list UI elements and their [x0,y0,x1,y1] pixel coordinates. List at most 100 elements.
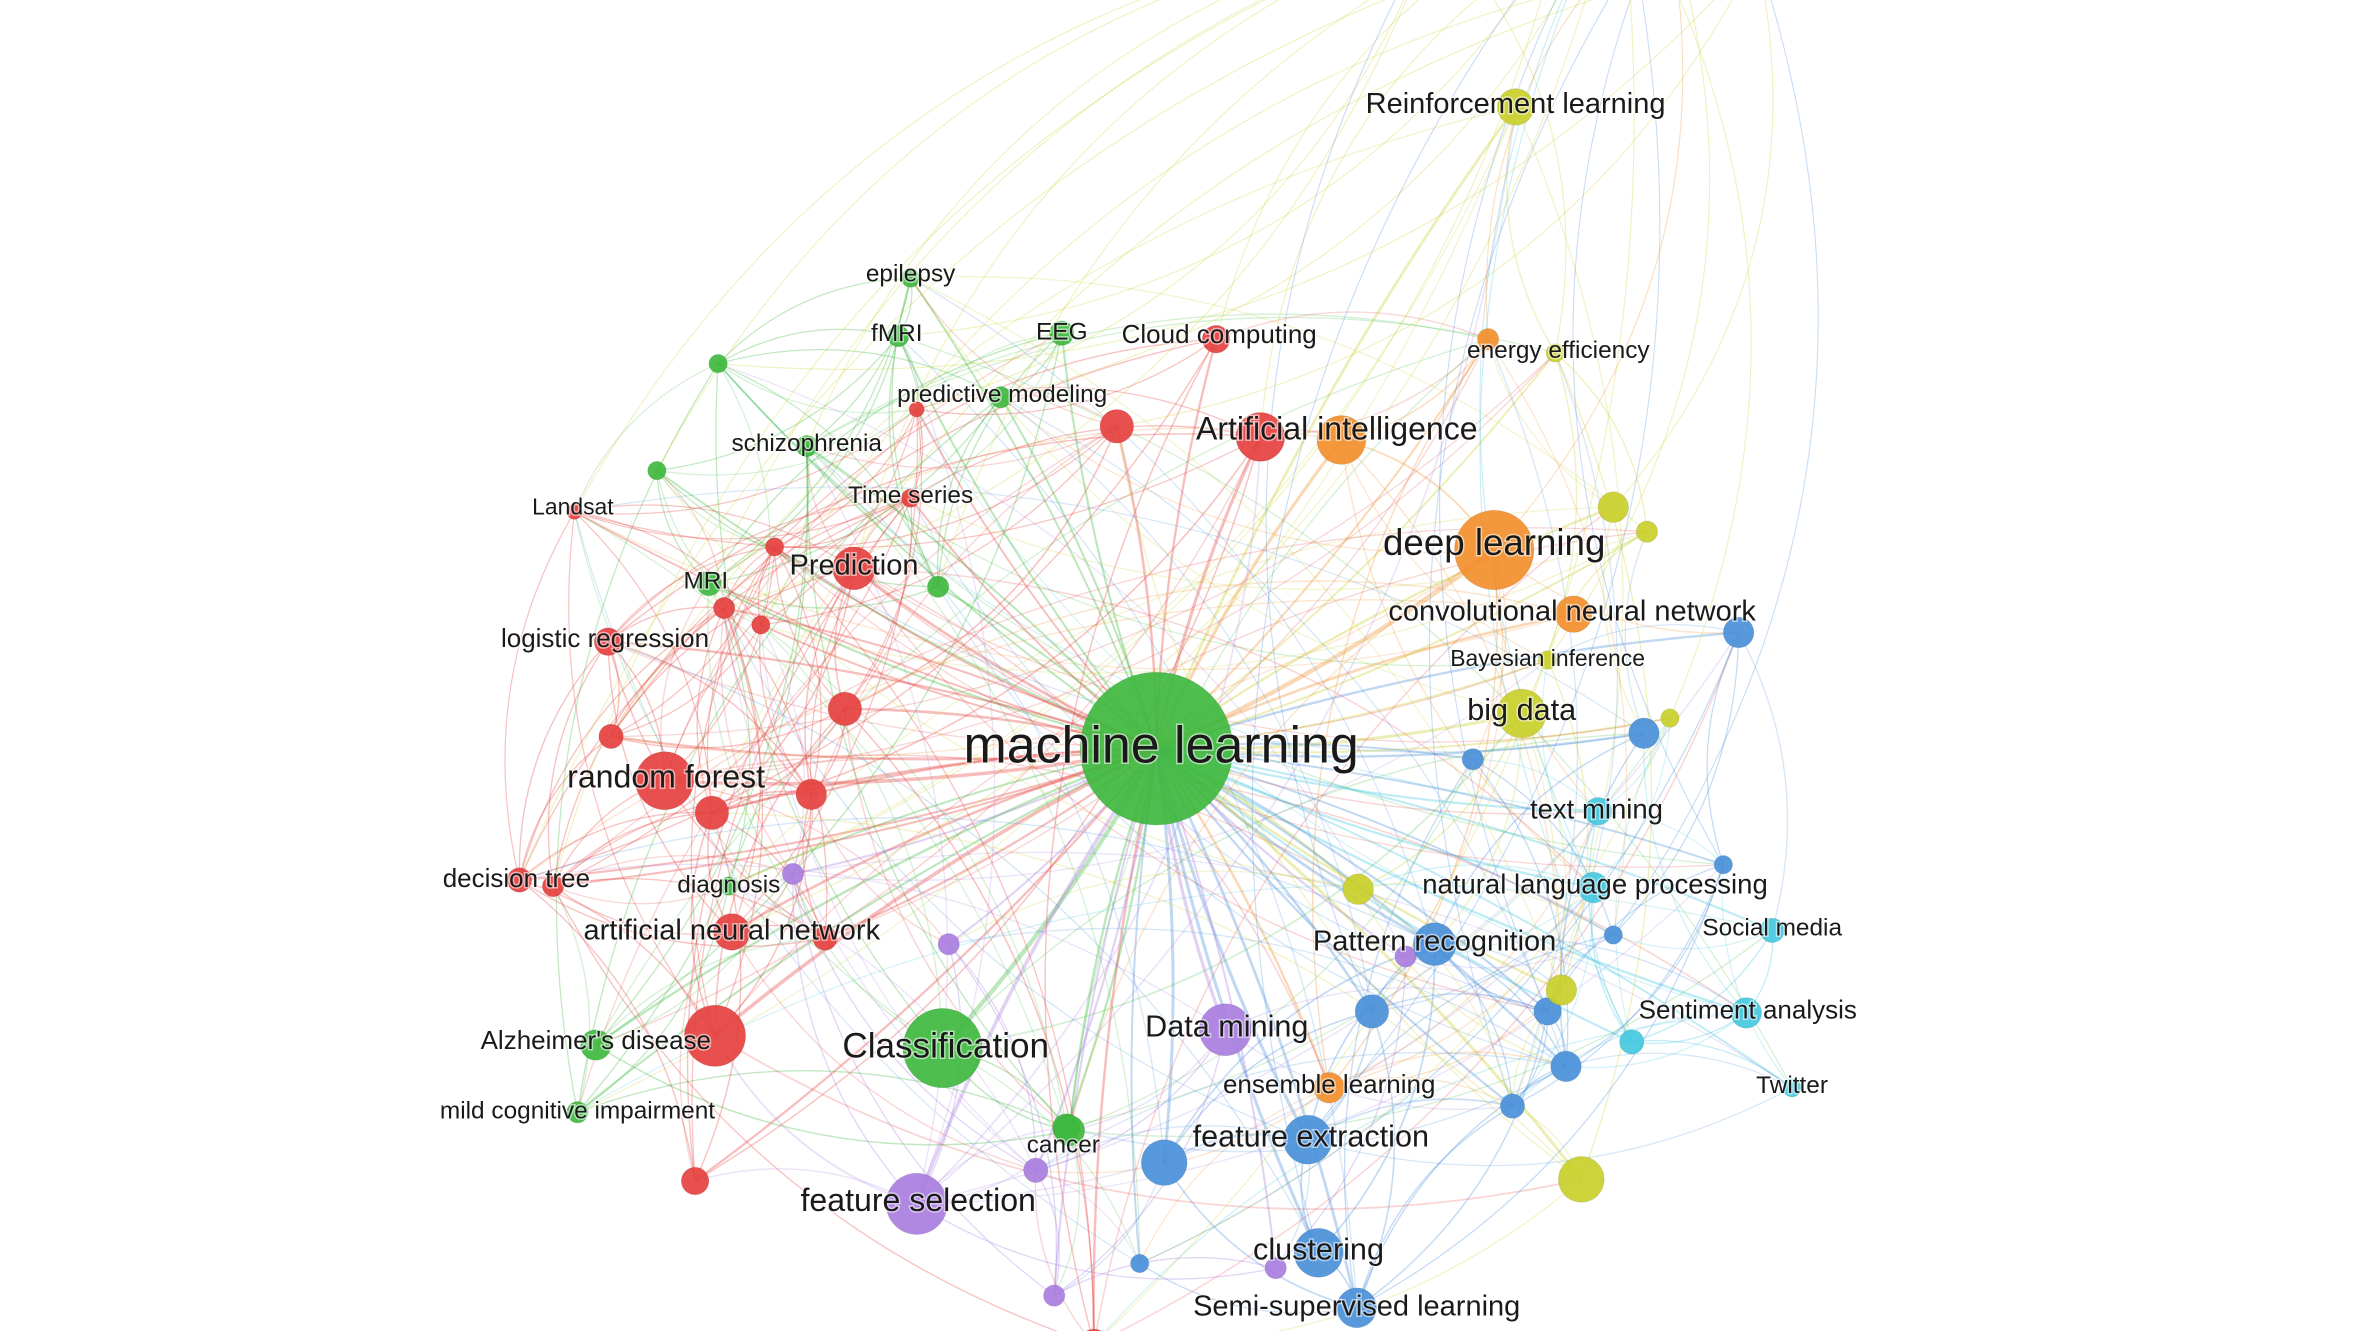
edge-line [1104,1012,1747,1331]
network-node[interactable] [1660,708,1680,728]
edge-line [760,624,805,875]
network-node[interactable] [680,1166,710,1196]
node-convolutional-neural-network[interactable] [1554,595,1593,634]
network-node[interactable] [1722,616,1755,649]
network-node[interactable] [1499,1093,1526,1119]
node-feature-selection[interactable] [885,1172,948,1236]
network-node[interactable] [541,874,565,898]
node-fmri[interactable] [887,324,910,348]
node-pattern-recognition[interactable] [1412,922,1457,967]
network-node[interactable] [1603,925,1624,945]
node-data-mining[interactable] [1198,1003,1252,1057]
network-node[interactable] [1316,415,1367,465]
network-node[interactable] [937,933,960,956]
network-node[interactable] [1557,1156,1605,1203]
node-classification[interactable] [902,1007,983,1089]
network-node[interactable] [1043,1284,1066,1307]
node-schizophrenia[interactable] [795,434,818,458]
node-alzheimers-disease[interactable] [580,1029,612,1061]
node-eeg[interactable] [1049,320,1075,346]
network-node[interactable] [1628,717,1660,750]
network-node[interactable] [1264,1256,1287,1280]
node-predictive-modeling[interactable] [989,386,1012,409]
network-node[interactable] [1713,855,1734,875]
network-node[interactable] [1354,994,1390,1029]
node-clustering[interactable] [1293,1227,1344,1278]
node-decision-tree[interactable] [506,867,533,893]
node-deep-learning[interactable] [1454,509,1535,591]
network-node[interactable] [812,925,838,951]
edge-line [1156,747,1724,866]
node-landsat[interactable] [566,503,583,520]
network-node[interactable] [683,1004,747,1067]
network-node[interactable] [1099,409,1135,444]
network-node[interactable] [1140,1139,1188,1186]
node-diagnosis[interactable] [719,876,739,896]
network-node[interactable] [1619,1029,1645,1055]
edge-line [760,531,1648,674]
node-machine-learning[interactable] [1079,671,1234,826]
network-node[interactable] [908,401,925,418]
node-prediction[interactable] [832,546,876,591]
node-artificial-intelligence[interactable] [1235,412,1286,462]
edge-line [937,332,1063,587]
node-energy-efficiency[interactable] [1545,343,1566,363]
node-natural-language-processing[interactable] [1577,871,1610,904]
node-time-series[interactable] [900,488,921,508]
network-node[interactable] [764,537,785,557]
edge-line [1642,733,1747,1014]
network-node[interactable] [1635,520,1659,543]
network-node[interactable] [1023,1157,1049,1184]
edge-line [552,885,732,935]
network-node[interactable] [708,353,728,374]
edge-line [656,470,775,548]
node-big-data[interactable] [1496,688,1547,739]
network-node[interactable] [694,795,730,831]
node-mri[interactable] [696,570,722,597]
edge-line [714,1035,918,1205]
node-semi-supervised-learning[interactable] [1336,1287,1378,1329]
edge-line [518,607,725,881]
network-node[interactable] [598,723,624,750]
node-reinforcement-learning[interactable] [1496,88,1535,126]
edge-line [715,363,944,1049]
node-feature-extraction[interactable] [1282,1114,1333,1165]
edge-line [1612,0,1819,936]
node-social-media[interactable] [1759,917,1785,944]
node-twitter[interactable] [1782,1078,1802,1098]
node-logistic-regression[interactable] [593,627,623,657]
network-node[interactable] [1130,1253,1150,1274]
edge-line [1317,944,1436,1254]
node-epilepsy[interactable] [900,268,921,288]
network-node[interactable] [647,460,667,481]
node-sentiment-analysis[interactable] [1730,997,1763,1029]
network-node[interactable] [1342,873,1374,906]
node-random-forest[interactable] [635,751,695,811]
node-ensemble-learning[interactable] [1313,1072,1345,1104]
node-text-mining[interactable] [1583,797,1613,826]
label-text-mining: text mining [1530,794,1663,825]
network-node[interactable] [1597,491,1630,524]
node-artificial-neural-network[interactable] [713,913,751,951]
network-node[interactable] [1545,974,1578,1006]
edge-line [574,504,855,569]
edge-line [724,0,1407,609]
edge-line [916,864,1724,1205]
network-node[interactable] [827,691,863,727]
edge-line [1612,0,1774,508]
node-bayesian-inference[interactable] [1537,650,1558,670]
network-node[interactable] [1053,1114,1086,1147]
network-node[interactable] [781,862,805,886]
network-node[interactable] [751,615,771,635]
edge-line [1512,1012,1747,1107]
network-node[interactable] [926,575,950,598]
network-node[interactable] [1550,1050,1582,1083]
node-cloud-computing[interactable] [1201,324,1231,354]
network-node[interactable] [713,596,736,620]
network-node[interactable] [1533,997,1562,1026]
node-mild-cognitive-impairment[interactable] [566,1101,589,1124]
network-node[interactable] [795,778,828,811]
network-node[interactable] [1476,328,1500,351]
network-node[interactable] [1461,748,1485,771]
network-node[interactable] [1394,945,1417,968]
